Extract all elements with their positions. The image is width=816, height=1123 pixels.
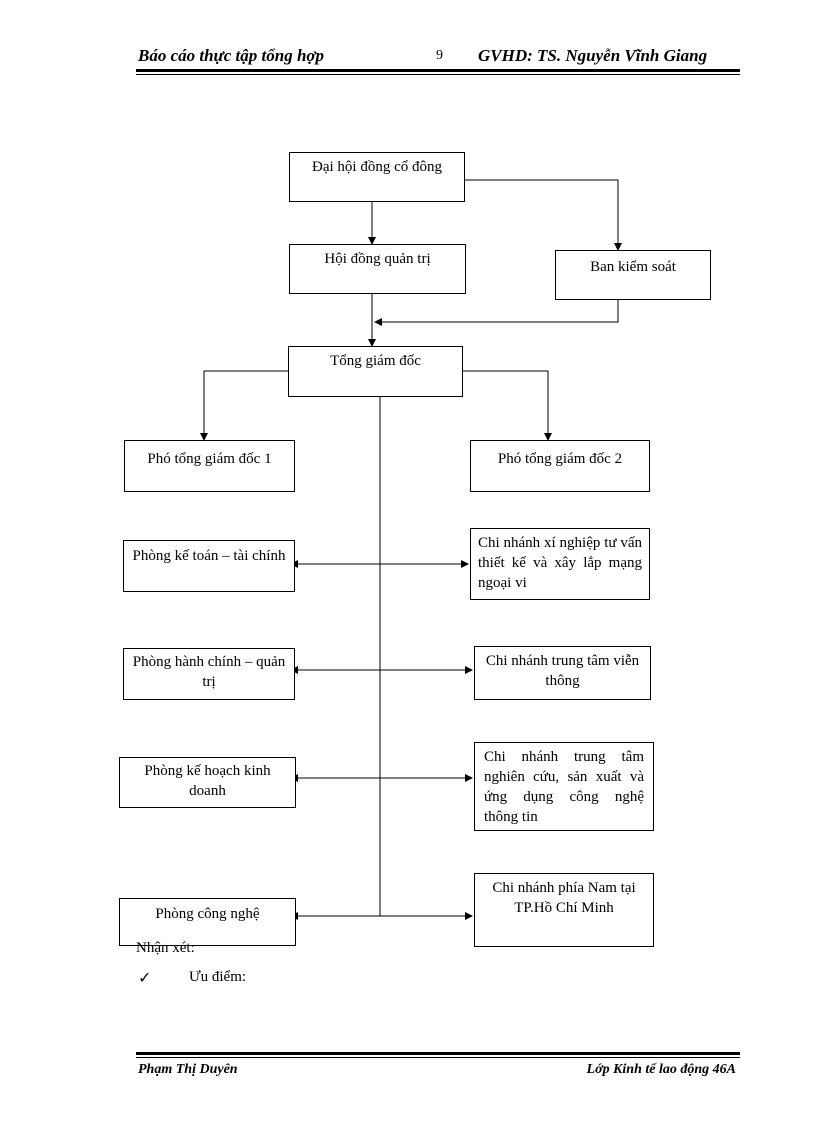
box-branch-research: Chi nhánh trung tâm nghiên cứu, sản xuất… [474, 742, 654, 831]
box-branch-south: Chi nhánh phía Nam tại TP.Hồ Chí Minh [474, 873, 654, 947]
box-shareholders: Đại hội đồng cổ đông [289, 152, 465, 202]
box-supervisory: Ban kiểm soát [555, 250, 711, 300]
box-dept-accounting: Phòng kế toán – tài chính [123, 540, 295, 592]
box-branch-telecom: Chi nhánh trung tâm viễn thông [474, 646, 651, 700]
remark-label: Nhận xét: [136, 940, 195, 956]
footer-right: Lớp Kinh tế lao động 46A [586, 1062, 736, 1077]
box-dept-planning: Phòng kế hoạch kinh doanh [119, 757, 296, 808]
footer-left: Phạm Thị Duyên [138, 1062, 238, 1077]
header-left: Báo cáo thực tập tổng hợp [138, 46, 325, 65]
box-dept-technology: Phòng công nghệ [119, 898, 296, 946]
page-number: 9 [436, 48, 443, 63]
footer-rule-thick [136, 1052, 740, 1055]
footer-rule-thin [136, 1057, 740, 1058]
advantage-label: Ưu điểm: [189, 969, 247, 985]
box-board: Hội đồng quản trị [289, 244, 466, 294]
header-rule-thin [136, 74, 740, 75]
box-ceo: Tổng giám đốc [288, 346, 463, 397]
box-deputy-2: Phó tổng giám đốc 2 [470, 440, 650, 492]
checkmark-icon: ✓ [138, 970, 152, 987]
box-dept-admin: Phòng hành chính – quản trị [123, 648, 295, 700]
box-branch-design: Chi nhánh xí nghiệp tư vấn thiết kế và x… [470, 528, 650, 600]
header-rule-thick [136, 69, 740, 72]
box-deputy-1: Phó tổng giám đốc 1 [124, 440, 295, 492]
header-right: GVHD: TS. Nguyễn Vĩnh Giang [478, 46, 708, 65]
